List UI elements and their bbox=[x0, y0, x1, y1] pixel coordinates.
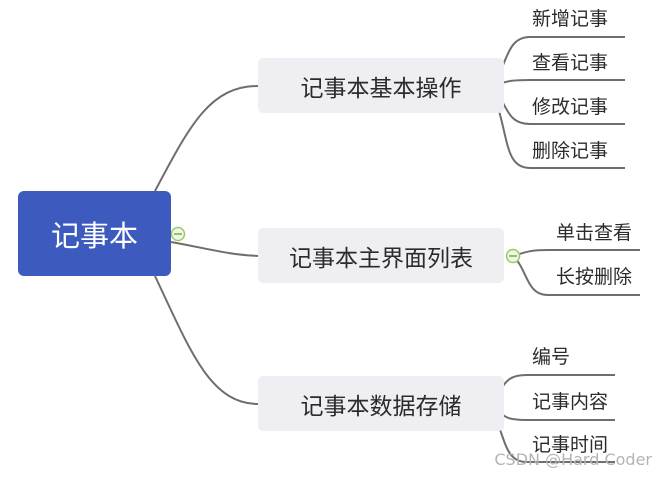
leaf-node-id[interactable]: 编号 bbox=[532, 346, 571, 368]
leaf-node-note-content[interactable]: 记事内容 bbox=[532, 391, 609, 413]
connector-root-branch-1 bbox=[154, 85, 259, 192]
root-node[interactable]: 记事本 bbox=[18, 191, 171, 276]
leaf-node-note-time[interactable]: 记事时间 bbox=[532, 434, 609, 456]
leaf-node-edit-note[interactable]: 修改记事 bbox=[532, 96, 609, 118]
leaf-node-click-view[interactable]: 单击查看 bbox=[556, 222, 633, 244]
watermark: CSDN @Hard Coder bbox=[494, 450, 652, 469]
collapse-toggle-branch-2[interactable] bbox=[505, 248, 521, 264]
branch-node-basic-operations[interactable]: 记事本基本操作 bbox=[258, 58, 504, 113]
branch-node-data-storage[interactable]: 记事本数据存储 bbox=[258, 376, 504, 431]
connector-branch-2-leaf-1 bbox=[512, 249, 640, 257]
branch-node-main-list[interactable]: 记事本主界面列表 bbox=[258, 228, 504, 283]
connector-root-branch-3 bbox=[154, 275, 259, 405]
collapse-toggle-root[interactable] bbox=[170, 226, 186, 242]
leaf-node-view-note[interactable]: 查看记事 bbox=[532, 52, 609, 74]
leaf-node-delete-note[interactable]: 删除记事 bbox=[532, 140, 609, 162]
connector-root-branch-2 bbox=[170, 241, 259, 257]
leaf-node-long-press-delete[interactable]: 长按删除 bbox=[556, 266, 633, 288]
connector-branch-1-leaf-2 bbox=[489, 79, 625, 87]
leaf-node-add-note[interactable]: 新增记事 bbox=[532, 8, 609, 30]
